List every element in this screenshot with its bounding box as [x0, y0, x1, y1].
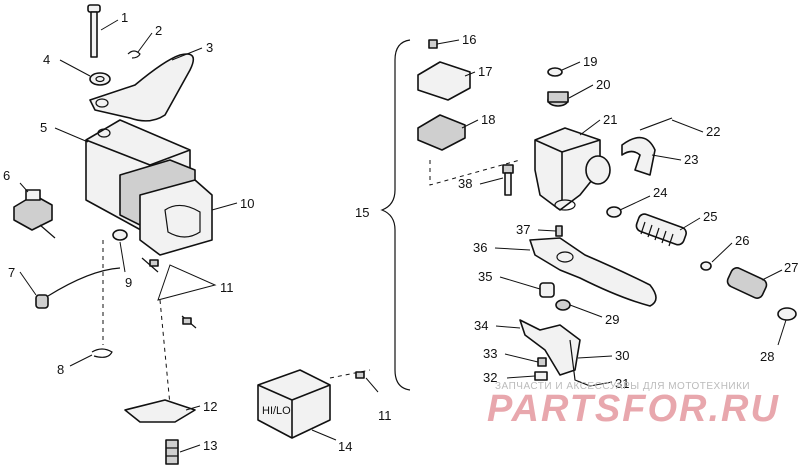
callout-11-upper: 11: [220, 280, 234, 295]
callout-36: 36: [473, 240, 487, 255]
callout-17: 17: [478, 64, 492, 79]
clamp-part-23: [621, 136, 656, 176]
callout-10: 10: [240, 196, 254, 211]
fitting-part-13: [165, 439, 179, 465]
clip-part-2: [127, 50, 141, 59]
brake-lever-part-36: [529, 237, 657, 307]
watermark-subtitle: ЗАПЧАСТИ И АКСЕССУАРЫ ДЛЯ МОТОТЕХНИКИ: [495, 381, 751, 392]
callout-22: 22: [706, 124, 720, 139]
callout-4: 4: [43, 52, 50, 67]
callout-18: 18: [481, 112, 495, 127]
hi-lo-switch-part-14: HI/LO: [257, 369, 371, 439]
callout-24: 24: [653, 185, 667, 200]
callout-12: 12: [203, 399, 217, 414]
callout-23: 23: [684, 152, 698, 167]
callout-2: 2: [155, 23, 162, 38]
washer-part-9: [112, 229, 128, 241]
callout-8: 8: [57, 362, 64, 377]
callout-33: 33: [483, 346, 497, 361]
callout-35: 35: [478, 269, 492, 284]
callout-30: 30: [615, 348, 629, 363]
callout-numbers: 1 2 3 4 5 6 7 8 9 10 11 11 12 13 14 15 1…: [3, 10, 798, 454]
callout-32: 32: [483, 370, 497, 385]
group-brace-15: [380, 39, 411, 391]
callout-19: 19: [583, 54, 597, 69]
callout-29: 29: [605, 312, 619, 327]
diaphragm-part-18: [417, 114, 466, 151]
callout-31: 31: [615, 376, 629, 391]
callout-20: 20: [596, 77, 610, 92]
plate-part-12: [124, 399, 196, 423]
callout-6: 6: [3, 168, 10, 183]
piston-part-27: [726, 267, 768, 299]
callout-5: 5: [40, 120, 47, 135]
callout-14: 14: [338, 439, 352, 454]
seal-part-28: [777, 307, 797, 321]
switch-label: HI/LO: [262, 405, 291, 417]
callout-1: 1: [121, 10, 128, 25]
callout-34: 34: [474, 318, 488, 333]
callout-25: 25: [703, 209, 717, 224]
brake-switch-part-34: [519, 319, 581, 376]
callout-15: 15: [355, 205, 369, 220]
callout-27: 27: [784, 260, 798, 275]
bolt-part-1: [87, 4, 101, 58]
throttle-lever-part-3: [89, 53, 195, 122]
master-cylinder-part-21: [534, 127, 611, 211]
callout-11-lower: 11: [378, 408, 392, 423]
callout-37: 37: [516, 222, 530, 237]
cover-part-10: [139, 179, 213, 256]
callout-13: 13: [203, 438, 217, 453]
callout-26: 26: [735, 233, 749, 248]
callout-21: 21: [603, 112, 617, 127]
callout-28: 28: [760, 349, 774, 364]
connector-part-6: [13, 189, 56, 239]
clip-part-8: [91, 348, 113, 358]
callout-7: 7: [8, 265, 15, 280]
callout-38: 38: [458, 176, 472, 191]
spring-part-25: [635, 213, 687, 247]
callout-3: 3: [206, 40, 213, 55]
callout-9: 9: [125, 275, 132, 290]
watermark-brand: PARTSFOR.RU: [487, 388, 780, 430]
grommet-part-7: [35, 267, 121, 309]
callout-16: 16: [462, 32, 476, 47]
callout-leaders: [19, 19, 787, 453]
screws-part-11: [141, 257, 217, 329]
reservoir-cap-part-17: [417, 61, 471, 101]
nut-part-4: [89, 72, 111, 86]
